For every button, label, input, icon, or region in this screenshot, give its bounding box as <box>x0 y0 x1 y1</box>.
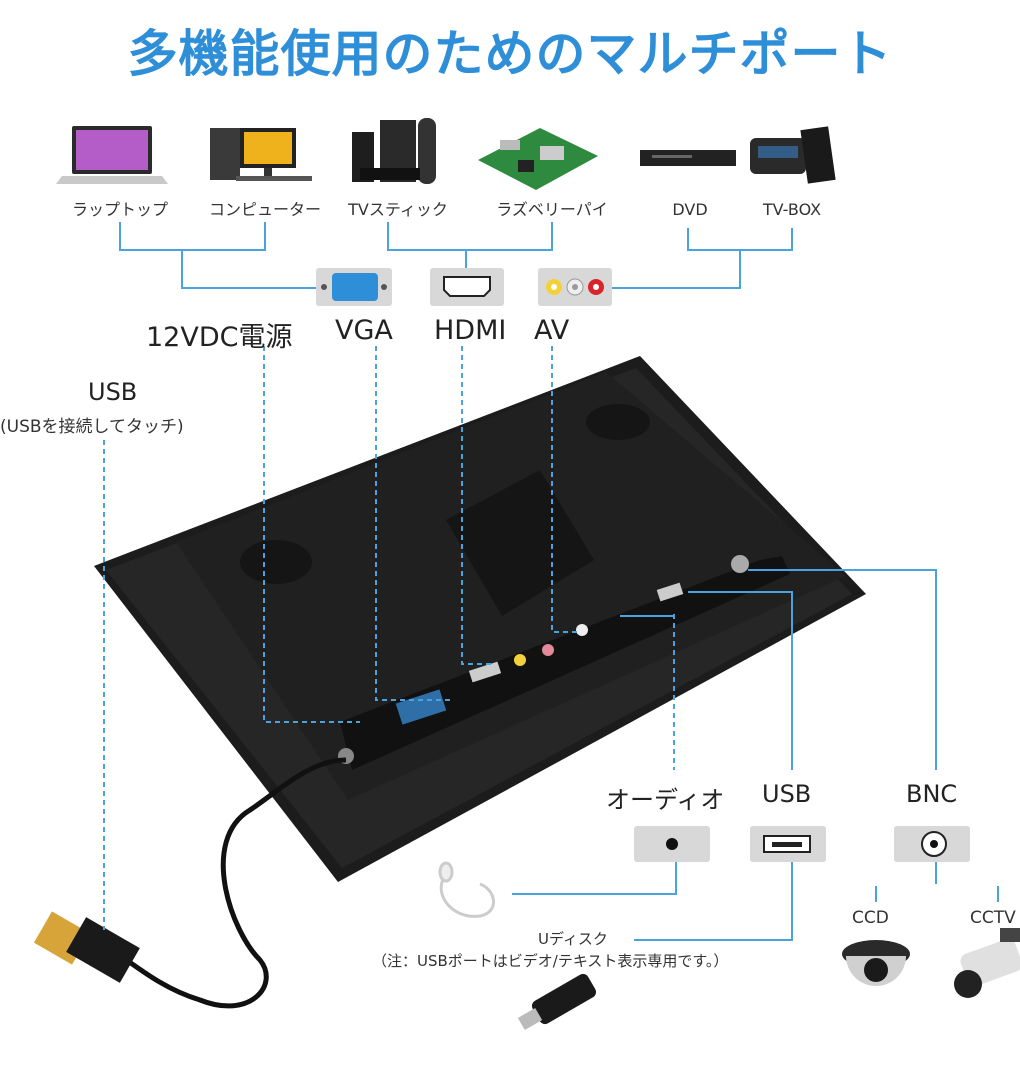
monitor-panel <box>94 356 866 882</box>
bnc-port-icon <box>894 826 970 862</box>
tvbox-icon <box>750 126 836 184</box>
port-label-vga: VGA <box>335 315 393 346</box>
computer-icon <box>210 128 312 181</box>
port-label-power: 12VDC電源 <box>146 322 293 353</box>
top-connector-lines <box>119 222 793 289</box>
vga-port-icon <box>316 268 392 306</box>
peripheral-label-udisk: Uディスク <box>538 930 608 948</box>
port-label-usb: USB <box>762 780 812 808</box>
dvd-icon <box>640 150 736 166</box>
earphones-icon <box>438 861 495 918</box>
usb-stick-icon <box>517 973 597 1031</box>
av-port-icon <box>538 268 612 306</box>
usb-port-icon <box>750 826 826 862</box>
device-label-computer: コンピューター <box>208 200 321 219</box>
audio-port-icon <box>634 826 710 862</box>
laptop-icon <box>56 126 168 184</box>
peripheral-label-cctv: CCTV <box>970 908 1016 928</box>
port-label-usb-touch: USB <box>88 378 138 406</box>
port-label-bnc: BNC <box>906 780 958 808</box>
ccd-camera-icon <box>842 940 910 986</box>
port-label-hdmi: HDMI <box>434 315 507 346</box>
page-title: 多機能使用のためのマルチポート <box>127 25 893 83</box>
usb-touch-note: (USBを接続してタッチ) <box>0 417 184 437</box>
bottom-connector-lines <box>512 569 999 941</box>
device-label-tvbox: TV-BOX <box>762 200 822 219</box>
port-label-audio: オーディオ <box>606 786 725 814</box>
device-label-laptop: ラップトップ <box>71 200 168 219</box>
peripheral-label-ccd: CCD <box>852 908 889 928</box>
device-label-tvstick: TVスティック <box>348 200 448 219</box>
device-label-dvd: DVD <box>672 200 708 219</box>
hdmi-port-icon <box>430 268 504 306</box>
usb-port-note: （注：USBポートはビデオ/テキスト表示専用です。） <box>372 952 729 970</box>
usb-plug-icon <box>33 911 140 983</box>
usb-cable <box>78 757 347 1009</box>
port-label-av: AV <box>534 315 570 346</box>
device-label-raspberry-pi: ラズベリーパイ <box>496 200 608 219</box>
dashed-leader-lines <box>103 346 675 930</box>
raspberry-pi-icon <box>478 128 598 190</box>
cctv-camera-icon <box>954 928 1020 998</box>
tvstick-icon <box>352 118 436 184</box>
